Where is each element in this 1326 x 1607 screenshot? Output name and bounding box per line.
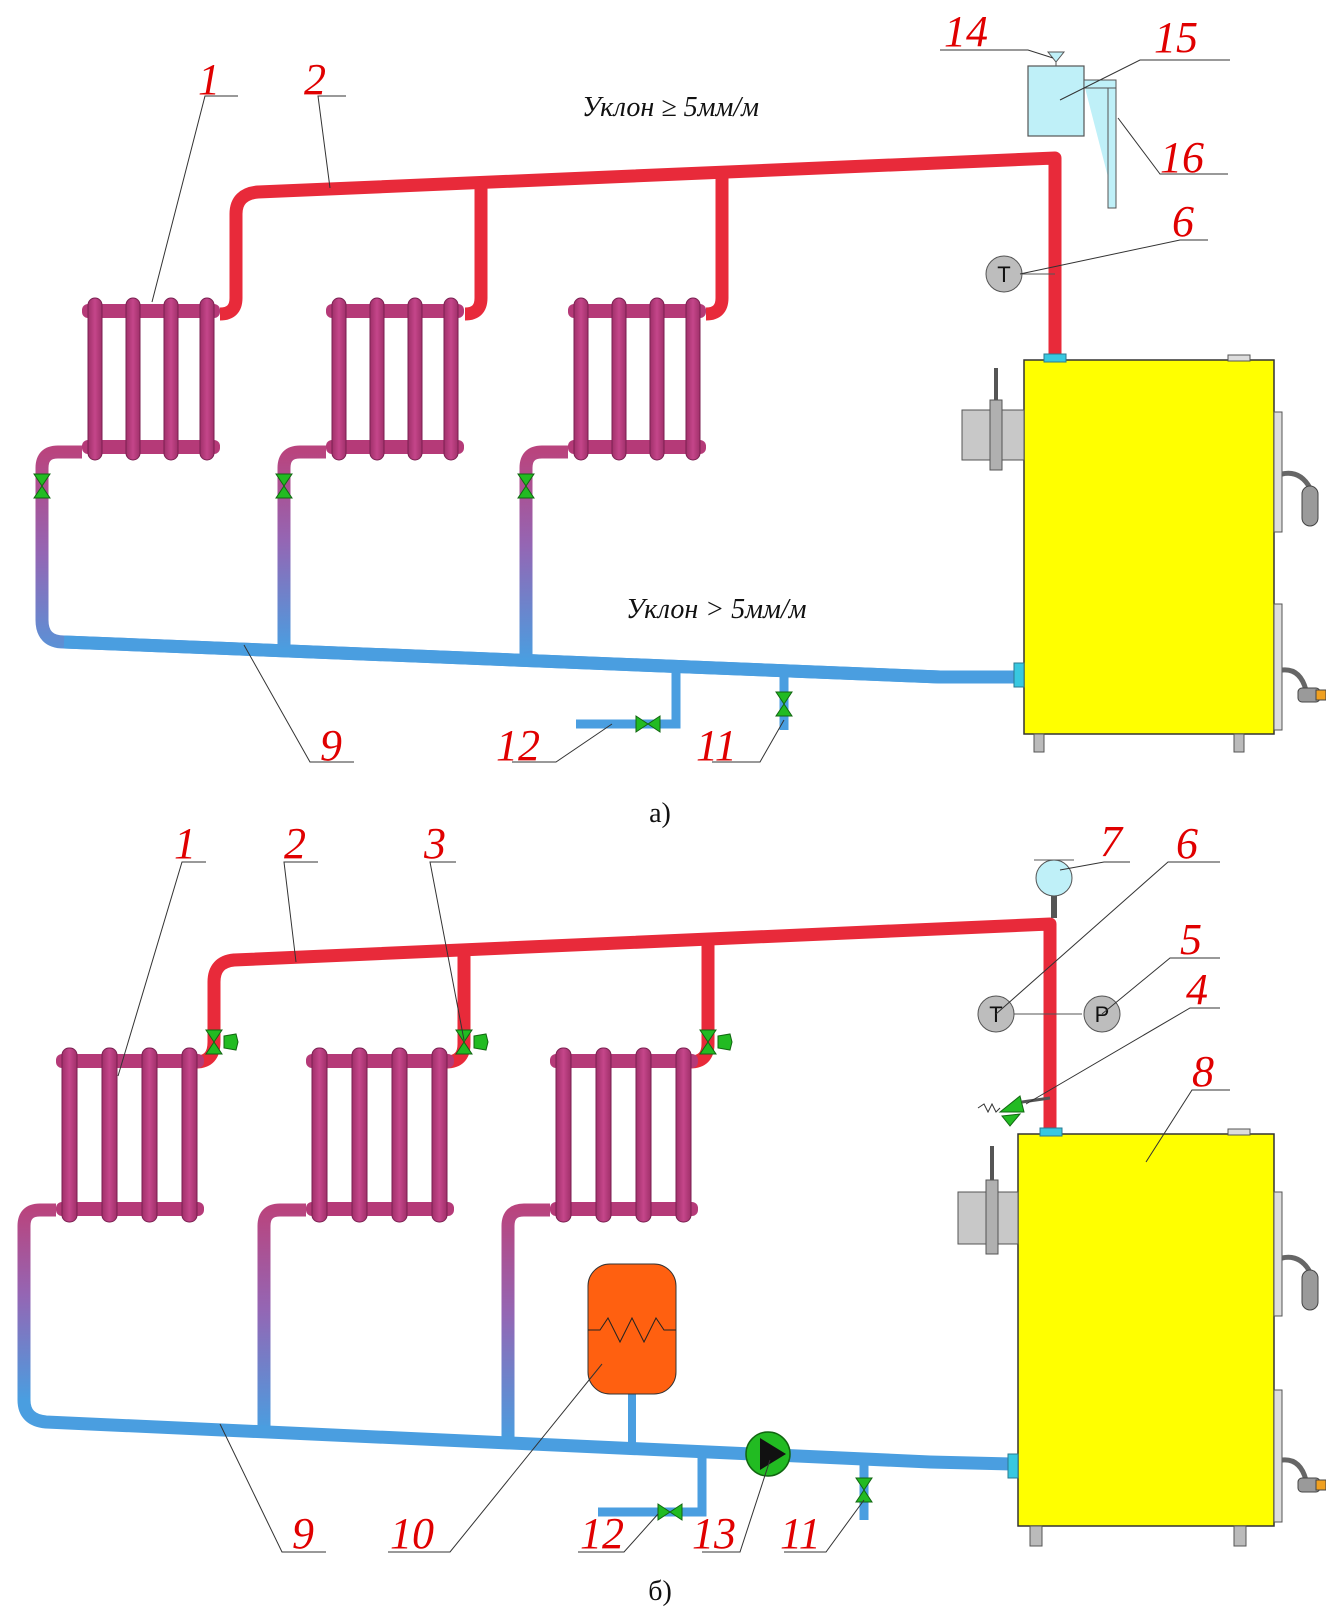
return-pipe	[17, 1399, 1013, 1471]
expansion-tank	[1027, 51, 1117, 209]
label-1: 1	[174, 819, 196, 868]
supply-pipe	[195, 917, 1057, 1138]
label-11: 11	[696, 721, 737, 770]
svg-text:T: T	[997, 262, 1010, 287]
diagram-a: T Уклон ≥ 5мм/м Уклон > 5мм/м 1 2 9 12 1…	[33, 7, 1326, 829]
label-8: 8	[1192, 1047, 1214, 1096]
return-riser	[519, 445, 568, 660]
label-1: 1	[198, 55, 220, 104]
label-12: 12	[580, 1509, 624, 1558]
supply-branch	[464, 183, 488, 321]
return-pipe	[35, 445, 1018, 684]
radiator	[550, 1047, 698, 1223]
slope-label-top: Уклон ≥ 5мм/м	[582, 92, 759, 123]
label-7: 7	[1100, 817, 1124, 866]
label-16: 16	[1160, 133, 1204, 182]
shutoff-valve-icon	[275, 473, 293, 499]
thermometer-icon: T	[985, 255, 1023, 293]
label-12: 12	[496, 721, 540, 770]
label-13: 13	[692, 1509, 736, 1558]
drain-valve-icon	[775, 691, 793, 717]
return-riser	[17, 1203, 56, 1400]
label-9: 9	[320, 721, 342, 770]
svg-text:P: P	[1095, 1002, 1110, 1027]
radiator	[326, 297, 464, 461]
radiator-valve-icon	[205, 1029, 239, 1055]
return-pipe-horizontal	[63, 635, 1018, 684]
supply-pipe	[219, 151, 1062, 364]
safety-valve-icon	[977, 1095, 1051, 1127]
shutoff-valve-icon	[517, 473, 535, 499]
return-riser	[277, 445, 326, 650]
label-10: 10	[390, 1509, 434, 1558]
label-3: 3	[423, 819, 446, 868]
slope-label-bottom: Уклон > 5мм/м	[626, 594, 807, 625]
radiator	[306, 1047, 454, 1223]
fill-branch	[576, 667, 681, 729]
drain-valve-icon	[855, 1477, 873, 1503]
supply-branch	[689, 944, 715, 1069]
caption-b: б)	[648, 1576, 672, 1607]
expansion-vessel	[587, 1263, 677, 1395]
membrane-icon	[588, 1316, 676, 1344]
fill-branch	[598, 1452, 707, 1517]
boiler	[957, 1127, 1326, 1547]
label-6: 6	[1176, 819, 1198, 868]
diagram-b: T P	[17, 817, 1326, 1607]
pump-icon	[745, 1431, 791, 1477]
label-5: 5	[1180, 915, 1202, 964]
label-2: 2	[284, 819, 306, 868]
radiator	[568, 297, 706, 461]
svg-text:T: T	[989, 1002, 1002, 1027]
label-2: 2	[304, 55, 326, 104]
shutoff-valve-icon	[33, 473, 51, 499]
label-14: 14	[944, 7, 988, 56]
label-6: 6	[1172, 197, 1194, 246]
radiator	[56, 1047, 204, 1223]
fill-valve-icon	[657, 1503, 683, 1521]
radiator-valve-icon	[699, 1029, 733, 1055]
label-9: 9	[292, 1509, 314, 1558]
label-4: 4	[1186, 965, 1208, 1014]
return-riser	[501, 1203, 550, 1440]
radiator-valve-icon	[455, 1029, 489, 1055]
radiator	[82, 297, 220, 461]
caption-a: а)	[649, 798, 671, 829]
label-11: 11	[780, 1509, 821, 1558]
label-15: 15	[1154, 13, 1198, 62]
supply-branch	[705, 175, 729, 321]
boiler	[961, 353, 1326, 753]
return-riser	[257, 1203, 306, 1430]
vent-icon	[1046, 51, 1066, 63]
fill-valve-icon	[635, 715, 661, 733]
